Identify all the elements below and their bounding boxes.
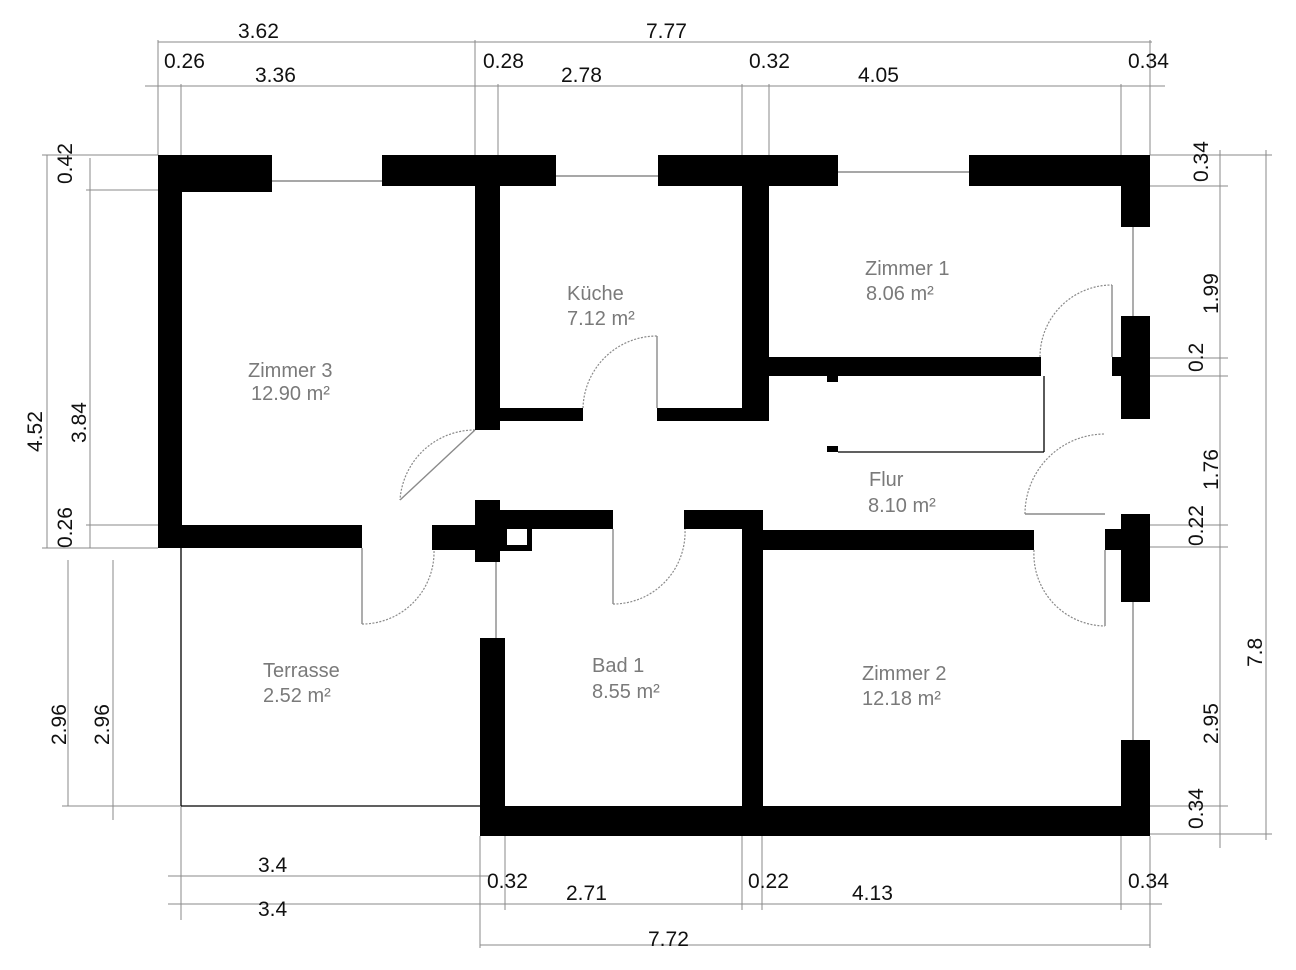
- dim-bottom-detail-1: 3.4: [258, 854, 288, 877]
- dim-top-detail-6: 4.05: [858, 64, 899, 87]
- dim-top-overall-2: 7.77: [646, 20, 687, 43]
- doors: [361, 284, 1113, 627]
- room-area-terrasse: 2.52 m²: [263, 685, 331, 707]
- terrace-outline: [180, 376, 1045, 807]
- dim-right-detail-2: 1.99: [1200, 273, 1223, 314]
- dim-left-inner-2: 2.96: [91, 704, 114, 745]
- room-labels: Zimmer 3 12.90 m² Küche 7.12 m² Zimmer 1…: [248, 258, 949, 710]
- dim-right-overall: 7.8: [1244, 638, 1267, 667]
- dim-left-outer-3: 0.26: [54, 507, 77, 548]
- dim-top-detail-3: 0.28: [483, 50, 524, 73]
- shaft: [507, 529, 527, 545]
- dim-top-detail-2: 3.36: [255, 64, 296, 87]
- dim-right-detail-6: 2.95: [1200, 703, 1223, 744]
- dim-right-detail-5: 0.22: [1185, 505, 1208, 546]
- dim-right-detail-7: 0.34: [1185, 788, 1208, 829]
- dim-bottom-overall-1: 3.4: [258, 898, 288, 921]
- dim-top-detail-1: 0.26: [164, 50, 205, 73]
- room-name-kueche: Küche: [567, 283, 624, 305]
- room-area-flur: 8.10 m²: [868, 495, 936, 517]
- dim-left-outer-1: 0.42: [54, 143, 77, 184]
- room-name-terrasse: Terrasse: [263, 660, 340, 682]
- dim-top-detail-5: 0.32: [749, 50, 790, 73]
- dim-bottom-overall-2: 7.72: [648, 928, 689, 951]
- dim-bottom-detail-2: 0.32: [487, 870, 528, 893]
- dim-bottom-detail-4: 0.22: [748, 870, 789, 893]
- dim-left-outer-2: 4.52: [24, 411, 47, 452]
- walls: [158, 155, 1150, 836]
- room-area-kueche: 7.12 m²: [567, 308, 635, 330]
- dim-right-detail-3: 0.2: [1185, 343, 1208, 372]
- windows: [272, 171, 1134, 740]
- dim-left-outer-4: 2.96: [48, 704, 71, 745]
- dim-bottom-detail-5: 4.13: [852, 882, 893, 905]
- room-area-zimmer2: 12.18 m²: [862, 688, 941, 710]
- room-area-bad1: 8.55 m²: [592, 681, 660, 703]
- dim-top-detail-4: 2.78: [561, 64, 602, 87]
- dim-left-inner-1: 3.84: [68, 402, 91, 443]
- dimension-lines: [42, 40, 1272, 948]
- dim-bottom-detail-3: 2.71: [566, 882, 607, 905]
- dim-bottom-detail-6: 0.34: [1128, 870, 1169, 893]
- room-name-bad1: Bad 1: [592, 655, 644, 677]
- room-area-zimmer1: 8.06 m²: [866, 283, 934, 305]
- room-name-flur: Flur: [869, 469, 904, 491]
- room-name-zimmer1: Zimmer 1: [865, 258, 949, 280]
- room-name-zimmer2: Zimmer 2: [862, 663, 946, 685]
- room-name-zimmer3: Zimmer 3: [248, 360, 332, 382]
- dim-top-detail-7: 0.34: [1128, 50, 1169, 73]
- dim-right-detail-1: 0.34: [1190, 141, 1213, 182]
- dim-right-detail-4: 1.76: [1200, 449, 1223, 490]
- dim-top-overall-1: 3.62: [238, 20, 279, 43]
- room-area-zimmer3: 12.90 m²: [251, 383, 330, 405]
- dimension-labels: 3.62 7.77 0.26 3.36 0.28 2.78 0.32 4.05 …: [24, 20, 1267, 951]
